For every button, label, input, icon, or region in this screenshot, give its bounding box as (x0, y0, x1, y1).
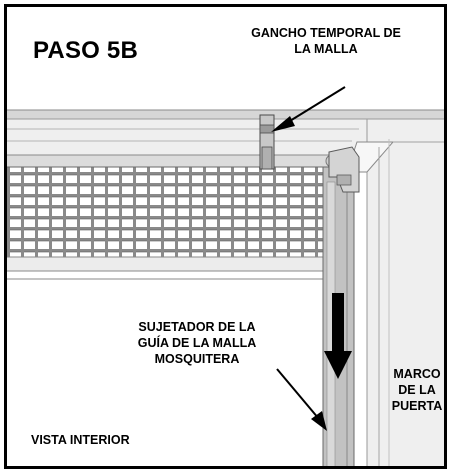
top-frame-rail (7, 118, 368, 156)
fastener-label-line-2: GUÍA DE LA MALLA (137, 336, 257, 350)
step-diagram-frame: PASO 5B GANCHO TEMPORAL DE LA MALLA SUJE… (4, 4, 447, 469)
right-frame-outer (366, 118, 444, 466)
temporary-screen-hook (259, 114, 275, 170)
hook-label: GANCHO TEMPORAL DE LA MALLA (219, 25, 433, 57)
hook-leader-arrow (271, 86, 346, 132)
hook-label-line-2: LA MALLA (294, 42, 358, 56)
step-title: PASO 5B (33, 37, 138, 64)
screen-spline-channel (7, 154, 334, 168)
hook-label-line-1: GANCHO TEMPORAL DE (251, 26, 401, 40)
fastener-label-line-3: MOSQUITERA (154, 352, 240, 366)
post-bracket (328, 146, 360, 193)
fastener-leader-arrow (276, 368, 327, 431)
fastener-label: SUJETADOR DE LA GUÍA DE LA MALLA MOSQUIT… (97, 319, 297, 367)
door-frame-diagram (7, 86, 444, 466)
direction-arrow (324, 293, 352, 379)
interior-view-label: VISTA INTERIOR (31, 433, 130, 447)
door-frame-label-line-2: DE LA (398, 383, 436, 397)
door-frame-label-line-1: MARCO (393, 367, 441, 381)
bottom-rail (7, 256, 324, 272)
screen-mesh (7, 166, 329, 258)
fastener-label-line-1: SUJETADOR DE LA (138, 320, 256, 334)
door-frame-label: MARCO DE LA PUERTA (387, 366, 444, 414)
door-frame-label-line-3: PUERTA (391, 399, 443, 413)
top-frame-outer (7, 109, 444, 120)
